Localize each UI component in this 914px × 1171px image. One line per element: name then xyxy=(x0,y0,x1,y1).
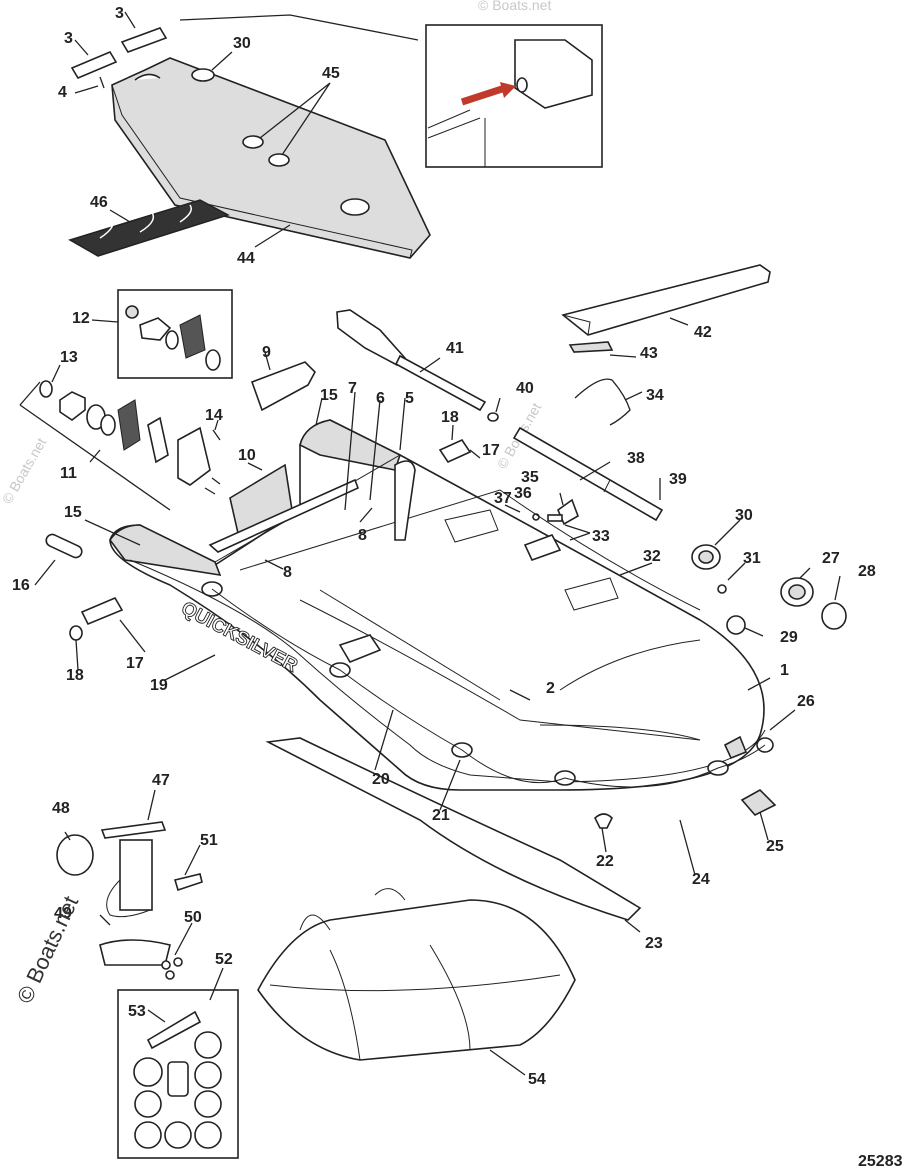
callout-labels: 1 2 3 3 4 5 6 7 8 8 9 10 11 12 13 14 15 … xyxy=(12,5,876,1088)
side-rods xyxy=(70,27,168,89)
watermark-faint-2: © Boats.net xyxy=(0,435,49,507)
callout-44: 44 xyxy=(237,250,255,267)
callout-10: 10 xyxy=(238,447,256,464)
valves xyxy=(691,544,847,635)
carry-bag xyxy=(257,888,576,1061)
small-hardware xyxy=(487,412,579,526)
floor-fitting-2 xyxy=(268,153,290,167)
watermark-main: © Boats.net xyxy=(12,892,83,1007)
callout-8b: 8 xyxy=(283,564,292,581)
callout-21: 21 xyxy=(432,807,450,824)
callout-25: 25 xyxy=(766,838,784,855)
side-parts xyxy=(45,533,124,641)
floor-fitting-1 xyxy=(242,135,264,149)
callout-27: 27 xyxy=(822,550,840,567)
callout-23: 23 xyxy=(645,935,663,952)
d-ring xyxy=(594,813,613,829)
floor-cap-top xyxy=(191,68,215,82)
callout-40: 40 xyxy=(516,380,534,397)
figure-id: 25283 xyxy=(858,1153,903,1170)
callout-32: 32 xyxy=(643,548,661,565)
callout-18a: 18 xyxy=(441,409,459,426)
callout-48: 48 xyxy=(52,800,70,817)
callout-36: 36 xyxy=(514,485,532,502)
keel-strip xyxy=(265,737,642,921)
callout-45: 45 xyxy=(322,65,340,82)
callout-46: 46 xyxy=(90,194,108,211)
callout-51: 51 xyxy=(200,832,218,849)
callout-15a: 15 xyxy=(320,387,338,404)
callout-5: 5 xyxy=(405,390,414,407)
callout-16: 16 xyxy=(12,577,30,594)
callout-8a: 8 xyxy=(358,527,367,544)
callout-33: 33 xyxy=(592,528,610,545)
callout-41: 41 xyxy=(446,340,464,357)
grab-line xyxy=(574,378,631,426)
mat xyxy=(68,199,230,257)
callout-30b: 30 xyxy=(735,507,753,524)
boat-hull: QUICKSILVER xyxy=(109,419,774,791)
callout-15b: 15 xyxy=(64,504,82,521)
callout-38: 38 xyxy=(627,450,645,467)
callout-26: 26 xyxy=(797,693,815,710)
leader-lines xyxy=(34,11,841,1076)
callout-52: 52 xyxy=(215,951,233,968)
callout-19: 19 xyxy=(150,677,168,694)
oar xyxy=(336,309,487,412)
callout-42: 42 xyxy=(694,324,712,341)
callout-3b: 3 xyxy=(64,30,73,47)
watermark-faint-1: © Boats.net xyxy=(478,0,551,13)
callout-29: 29 xyxy=(780,629,798,646)
floor-fitting-3 xyxy=(340,198,370,216)
callout-7: 7 xyxy=(348,380,357,397)
callout-2: 2 xyxy=(546,680,555,697)
callout-13: 13 xyxy=(60,349,78,366)
oar-shaft xyxy=(512,426,664,522)
callout-1: 1 xyxy=(780,662,789,679)
repair-kit xyxy=(117,989,239,1159)
callout-12: 12 xyxy=(72,310,90,327)
callout-34: 34 xyxy=(646,387,664,404)
callout-3a: 3 xyxy=(115,5,124,22)
callout-37: 37 xyxy=(494,490,512,507)
callout-53: 53 xyxy=(128,1003,146,1020)
callout-14: 14 xyxy=(205,407,223,424)
callout-18b: 18 xyxy=(66,667,84,684)
callout-35: 35 xyxy=(521,469,539,486)
callout-20: 20 xyxy=(372,771,390,788)
callout-22: 22 xyxy=(596,853,614,870)
callout-17a: 17 xyxy=(482,442,500,459)
callout-39: 39 xyxy=(669,471,687,488)
callout-31: 31 xyxy=(743,550,761,567)
callout-11: 11 xyxy=(60,465,77,482)
callout-50: 50 xyxy=(184,909,202,926)
callout-43: 43 xyxy=(640,345,658,362)
callout-47: 47 xyxy=(152,772,170,789)
callout-17b: 17 xyxy=(126,655,144,672)
rod-inset-detail xyxy=(425,24,603,168)
tow-handle xyxy=(740,789,777,816)
callout-6: 6 xyxy=(376,390,385,407)
transom-parts xyxy=(19,289,316,544)
callout-54: 54 xyxy=(528,1071,546,1088)
callout-4: 4 xyxy=(58,84,67,101)
callout-9: 9 xyxy=(262,344,271,361)
seat xyxy=(561,264,771,353)
callout-49: 49 xyxy=(54,905,72,922)
callout-24: 24 xyxy=(692,871,710,888)
pump-group xyxy=(56,821,203,980)
callout-28: 28 xyxy=(858,563,876,580)
callout-30a: 30 xyxy=(233,35,251,52)
